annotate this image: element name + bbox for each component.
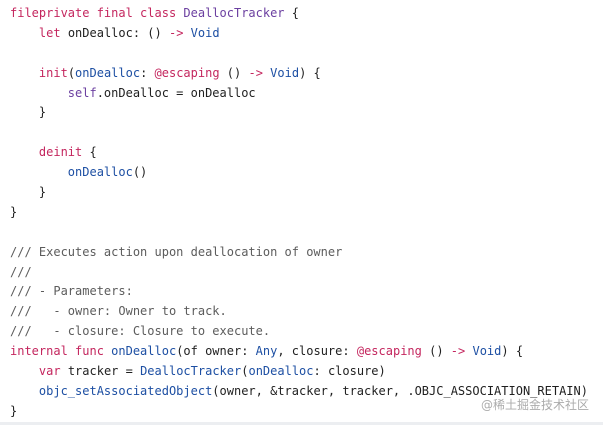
code-line: var tracker = DeallocTracker(onDealloc: … (10, 362, 588, 382)
code-line: deinit { (10, 143, 588, 163)
code-token: /// (10, 264, 32, 279)
code-line (10, 123, 588, 143)
code-line: onDealloc() (10, 163, 588, 183)
code-token: fileprivate final class (10, 6, 184, 20)
code-token (10, 165, 68, 179)
code-token (10, 26, 39, 40)
code-line: objc_setAssociatedObject(owner, &tracker… (10, 382, 588, 402)
code-line: } (10, 183, 588, 203)
code-token: } (10, 105, 47, 120)
code-line: init(onDealloc: @escaping () -> Void) { (10, 64, 588, 84)
code-token: } (10, 204, 18, 219)
code-token: onDealloc: () (60, 25, 169, 40)
code-token: let (38, 25, 61, 40)
code-token: .onDealloc = onDealloc (96, 85, 256, 100)
code-token (10, 145, 39, 159)
code-token: -> (450, 344, 466, 359)
code-token: { (82, 145, 97, 160)
code-token: @escaping (154, 65, 220, 80)
code-token: objc_setAssociatedObject (38, 383, 213, 398)
code-line: /// (10, 263, 588, 283)
code-line: } (10, 402, 588, 422)
code-token: () (421, 344, 451, 359)
watermark: @稀土掘金技术社区 (480, 398, 589, 412)
code-token: } (10, 185, 47, 200)
code-token (10, 364, 39, 378)
code-token: /// - Parameters: (10, 284, 133, 299)
code-token: { (284, 6, 299, 20)
code-token: } (10, 403, 18, 418)
code-token: Void (270, 65, 300, 80)
code-token: onDealloc (67, 165, 133, 180)
code-line: } (10, 203, 588, 223)
code-token: /// - closure: Closure to execute. (10, 324, 271, 339)
code-line (10, 44, 588, 64)
code-line: self.onDealloc = onDealloc (10, 84, 588, 104)
code-token: var (38, 364, 61, 379)
code-line: /// Executes action upon deallocation of… (10, 243, 588, 263)
code-token: -> (248, 65, 263, 80)
code-token: ( (67, 65, 76, 80)
code-token: deinit (38, 145, 83, 160)
code-token (183, 26, 190, 40)
code-token: ) { (501, 344, 524, 359)
code-token: () (132, 165, 148, 180)
code-line: /// - Parameters: (10, 282, 588, 302)
code-token: tracker = (60, 364, 141, 379)
code-token: (of owner: (176, 344, 256, 359)
code-line: internal func onDealloc(of owner: Any, c… (10, 342, 588, 362)
code-token: internal func (10, 344, 112, 359)
code-token: Any (255, 344, 278, 359)
code-token: (owner, &tracker, tracker, .OBJC_ASSOCIA… (212, 383, 588, 398)
bottom-divider (0, 422, 603, 425)
code-line: } (10, 103, 588, 123)
code-token (10, 86, 68, 100)
code-token (10, 66, 39, 80)
code-token: init (38, 65, 68, 80)
code-token: onDealloc (75, 65, 141, 80)
code-line: /// - closure: Closure to execute. (10, 322, 588, 342)
code-token: : closure) (313, 364, 386, 379)
code-token: Void (190, 25, 220, 40)
code-token (10, 384, 39, 398)
code-token: ) { (299, 65, 321, 80)
code-block: fileprivate final class DeallocTracker {… (10, 4, 588, 422)
code-token: onDealloc (248, 364, 314, 379)
code-line (10, 223, 588, 243)
code-token: DeallocTracker (140, 364, 242, 379)
code-token: Void (472, 344, 502, 359)
code-token: self (67, 85, 97, 100)
code-token: () (219, 65, 249, 80)
code-token: , closure: (277, 344, 357, 359)
code-token: /// Executes action upon deallocation of… (10, 244, 343, 259)
code-token: DeallocTracker (183, 6, 285, 20)
code-token: -> (168, 25, 184, 40)
code-token: ( (241, 364, 249, 379)
code-line: fileprivate final class DeallocTracker { (10, 4, 588, 24)
code-token: onDealloc (111, 344, 177, 359)
code-line: /// - owner: Owner to track. (10, 302, 588, 322)
code-token: : (140, 65, 155, 80)
code-token: @escaping (356, 344, 422, 359)
code-token: /// - owner: Owner to track. (10, 304, 227, 319)
code-line: let onDealloc: () -> Void (10, 24, 588, 44)
